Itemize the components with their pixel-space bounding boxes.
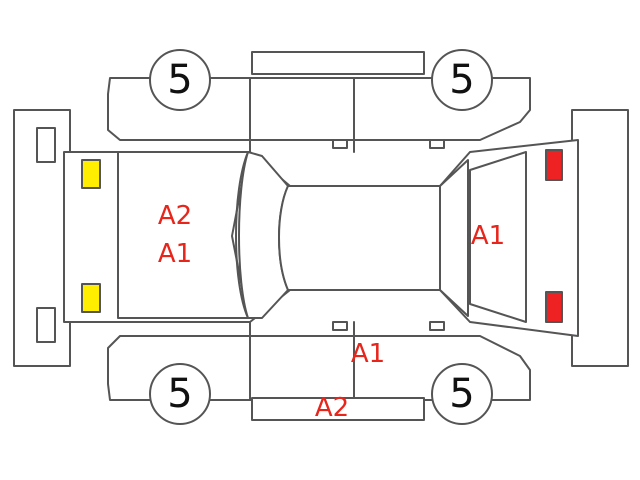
hood-mark-a1: A1 xyxy=(158,239,192,269)
left-roof-strip xyxy=(251,51,425,75)
tire-front-right: 5 xyxy=(149,363,211,425)
tire-grade-front-right: 5 xyxy=(167,371,192,417)
rear-right-lamp xyxy=(545,291,563,323)
right-door-mark-a1: A1 xyxy=(351,339,385,369)
tire-grade-front-left: 5 xyxy=(167,57,192,103)
right-roof-strip xyxy=(251,397,425,421)
trunk-panel xyxy=(469,151,527,323)
rear-window xyxy=(439,159,469,317)
front-right-lamp xyxy=(81,283,101,313)
rear-left-lamp xyxy=(545,149,563,181)
tire-front-left: 5 xyxy=(149,49,211,111)
right-sill-mark-a2: A2 xyxy=(315,393,349,423)
trunk-mark-a1: A1 xyxy=(471,221,505,251)
front-left-lamp xyxy=(81,159,101,189)
tire-grade-rear-right: 5 xyxy=(449,371,474,417)
tire-grade-rear-left: 5 xyxy=(449,57,474,103)
rear-bumper xyxy=(571,109,629,367)
tire-rear-left: 5 xyxy=(431,49,493,111)
hood-panel xyxy=(117,151,249,319)
roof-panel xyxy=(278,185,441,291)
tire-rear-right: 5 xyxy=(431,363,493,425)
hood-mark-a2: A2 xyxy=(158,201,192,231)
front-bumper xyxy=(13,109,71,367)
